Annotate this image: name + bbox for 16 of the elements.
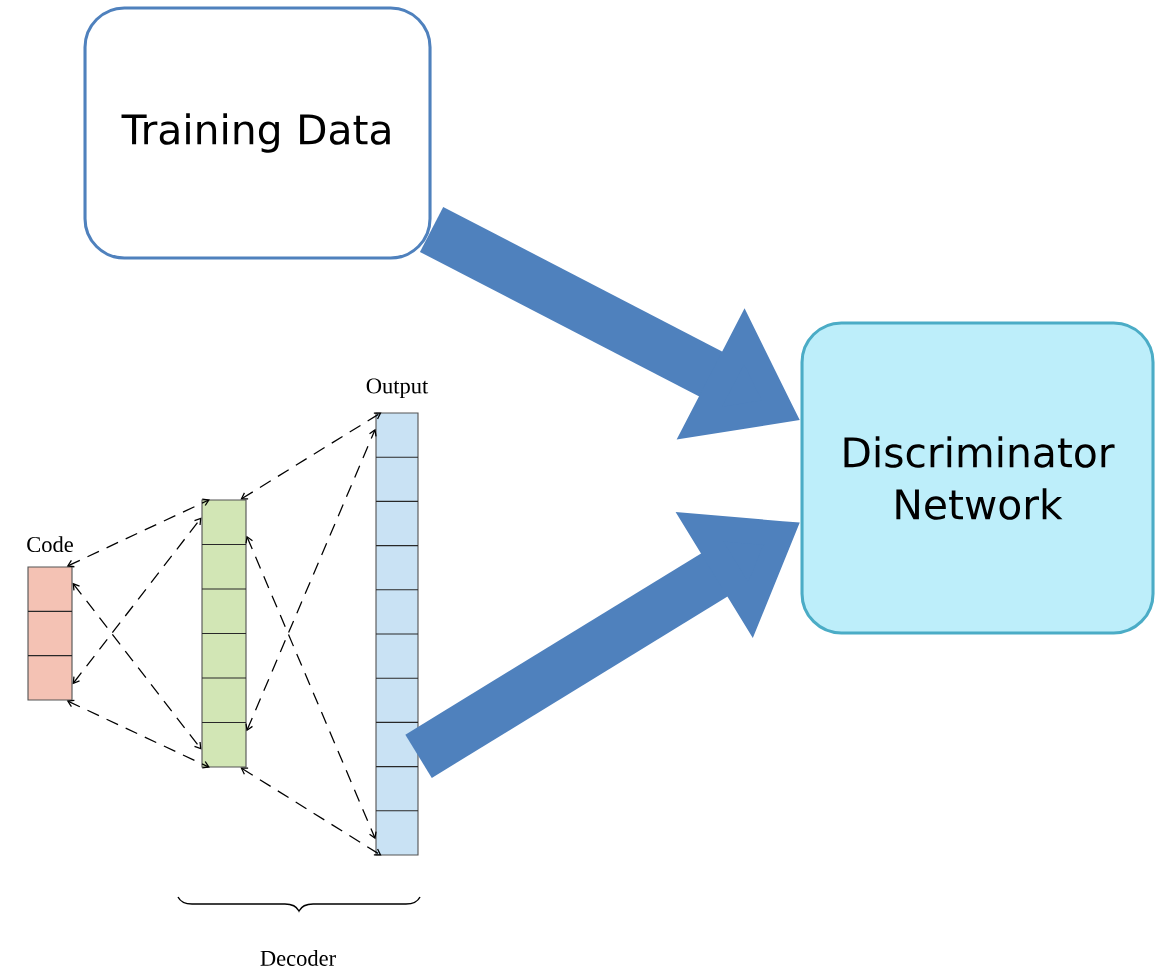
- dashed-connection: [72, 582, 202, 750]
- dashed-connection: [66, 699, 210, 769]
- rounded-box: Discriminator Network: [800, 321, 1155, 635]
- rounded-box: Training Data: [83, 6, 432, 260]
- layer-column: [201, 499, 247, 768]
- dashed-connection: [245, 535, 377, 840]
- layer-column: Output: [366, 378, 429, 856]
- layer-column: Code: [27, 536, 73, 701]
- dashed-connection: [240, 767, 382, 856]
- node-label: Code: [27, 536, 73, 553]
- caption-text: Decoder: [260, 950, 336, 966]
- dashed-connection: [66, 498, 210, 568]
- dashed-connection: [72, 517, 202, 685]
- node-label: Output: [366, 378, 429, 399]
- dashed-connection: [240, 412, 382, 500]
- dashed-connection: [245, 428, 377, 732]
